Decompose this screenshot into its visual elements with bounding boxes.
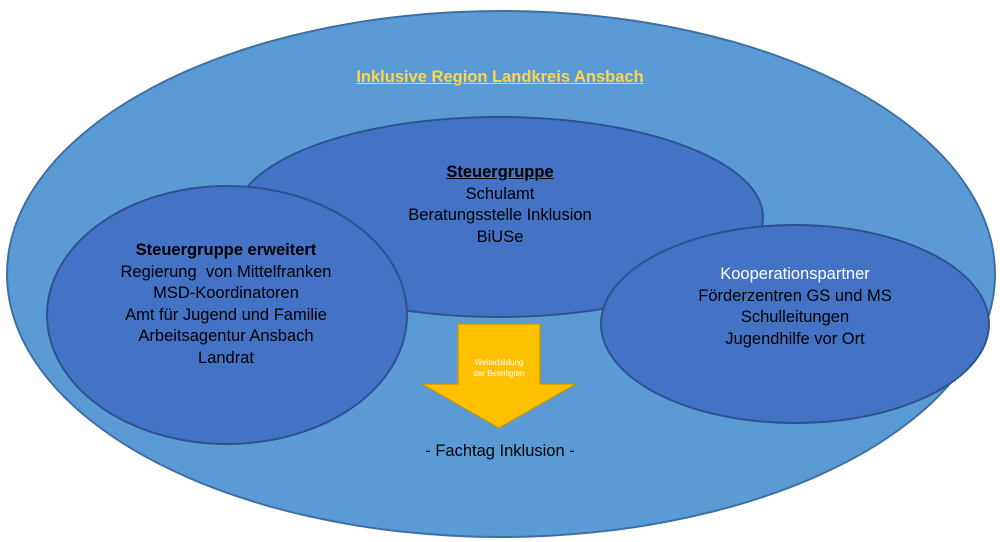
kooperationspartner-text: Kooperationspartner Förderzentren GS und… [630,264,960,350]
steuergruppe-erweitert-ellipse [46,185,408,445]
steuergruppe-line: Beratungsstelle Inklusion [408,206,592,224]
arrow-label-line: der Beteiligten [473,369,525,378]
arrow-label-line: Weiterbildung [474,358,524,367]
steuergruppe-erweitert-line: Landrat [198,348,254,367]
arrow-shape [419,323,579,429]
steuergruppe-text: Steuergruppe Schulamt Beratungsstelle In… [380,162,620,248]
steuergruppe-line: Schulamt [465,184,535,203]
kooperationspartner-line: Jugendhilfe vor Ort [725,329,865,348]
region-title: Inklusive Region Landkreis Ansbach [356,68,644,86]
steuergruppe-heading: Steuergruppe [446,163,554,181]
kooperationspartner-line: Förderzentren GS und MS [698,286,892,305]
steuergruppe-erweitert-heading: Steuergruppe erweitert [135,241,317,259]
steuergruppe-line: BiUSe [476,227,524,246]
steuergruppe-erweitert-line: Arbeitsagentur Ansbach [138,327,314,345]
arrow-label: Weiterbildung der Beteiligten [456,357,542,379]
kooperationspartner-line: Schulleitungen [740,308,850,326]
fachtag-label: - Fachtag Inklusion - [425,442,575,460]
steuergruppe-erweitert-line: MSD-Koordinatoren [153,284,299,302]
steuergruppe-erweitert-line: Amt für Jugend und Familie [125,305,327,324]
kooperationspartner-heading: Kooperationspartner [720,265,870,283]
down-arrow-icon [419,323,579,429]
steuergruppe-erweitert-text: Steuergruppe erweitert Regierung von Mit… [76,240,376,369]
kooperationspartner-ellipse [600,224,990,424]
steuergruppe-erweitert-line: Regierung von Mittelfranken [120,262,332,281]
